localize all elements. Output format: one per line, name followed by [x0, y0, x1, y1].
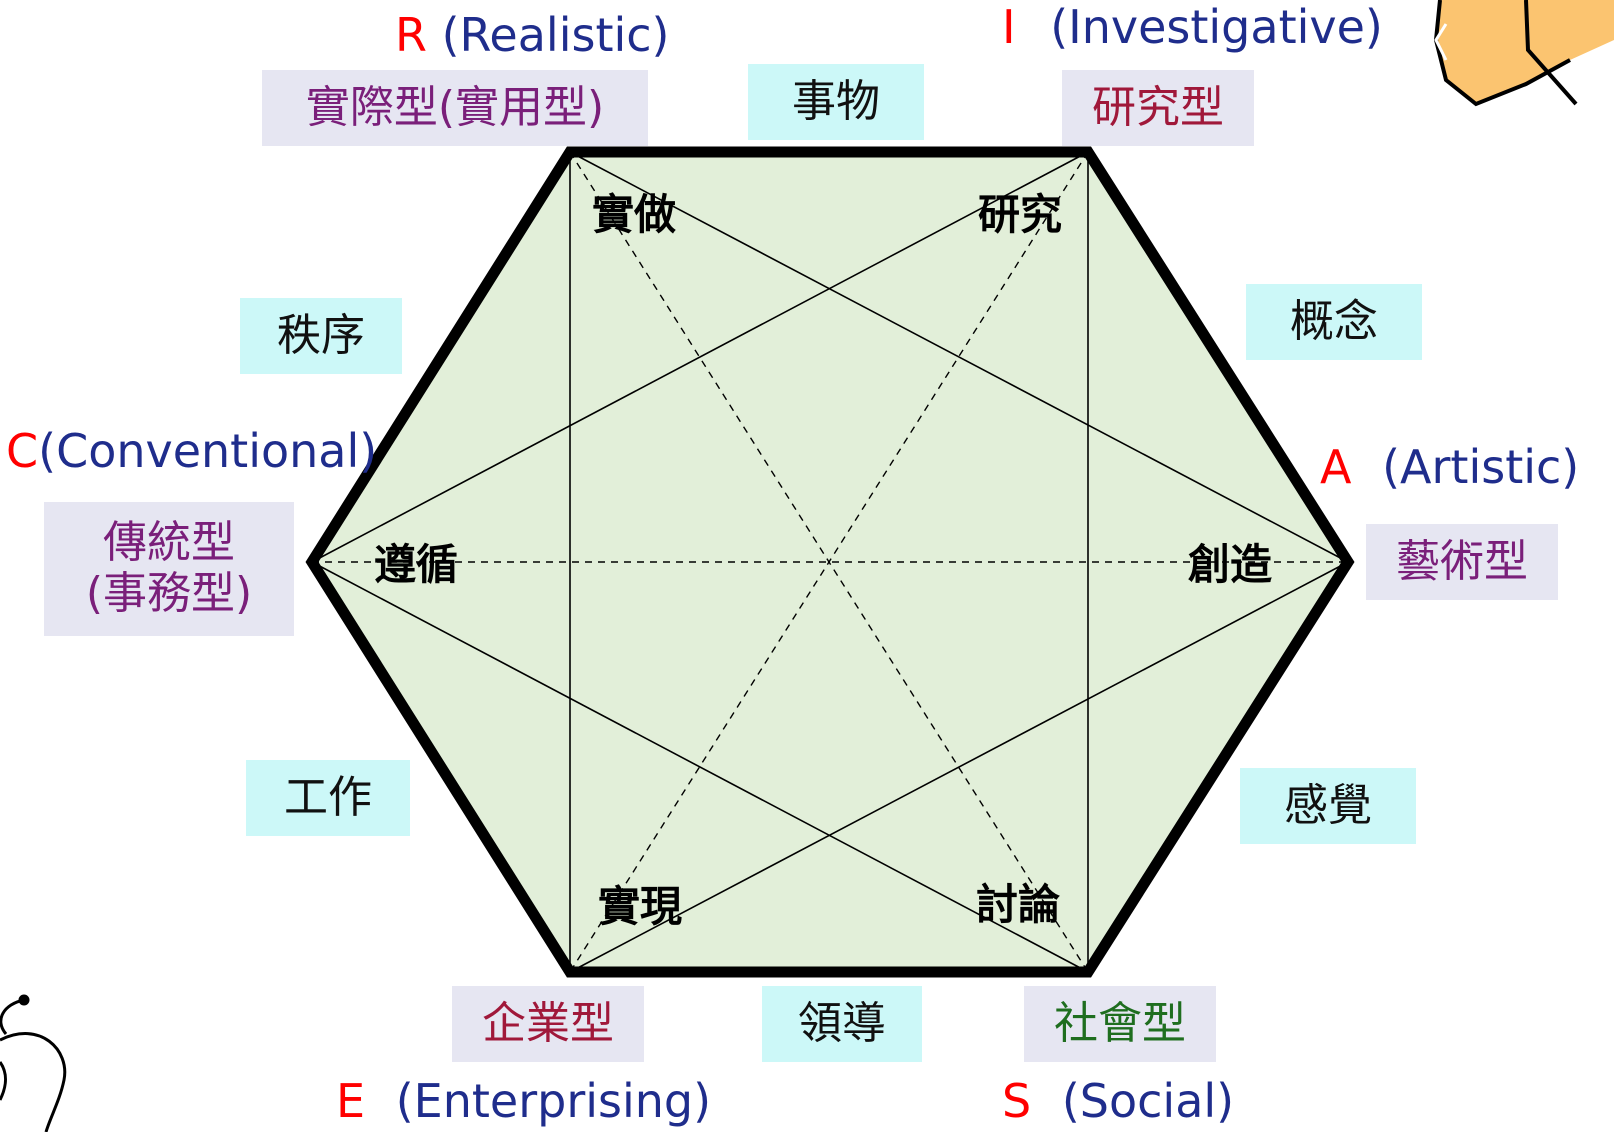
- conventional-type-line1: 傳統型: [103, 517, 235, 569]
- realistic-code-label: R (Realistic): [395, 12, 670, 58]
- artistic-letter: A: [1320, 440, 1352, 494]
- social-letter: S: [1002, 1074, 1032, 1128]
- conventional-type-line2: (事務型): [85, 568, 253, 619]
- investigative-code-label: I (Investigative): [1002, 4, 1383, 50]
- dimension-box-lower-right: 感覺: [1240, 768, 1416, 844]
- inner-label-social: 討論: [976, 880, 1061, 929]
- dimension-box-bottom: 領導: [762, 986, 922, 1062]
- dimension-box-lower-left: 工作: [246, 760, 410, 836]
- inner-label-enterprising: 實現: [598, 882, 683, 931]
- decorative-orange-shape: [1433, 0, 1614, 107]
- enterprising-code-label: E (Enterprising): [336, 1078, 711, 1124]
- conventional-english: (Conventional): [38, 424, 378, 478]
- dimension-box-upper-right: 概念: [1246, 284, 1422, 360]
- conventional-letter: C: [6, 424, 39, 478]
- social-english: (Social): [1061, 1074, 1235, 1128]
- dimension-box-upper-left: 秩序: [240, 298, 402, 374]
- connector-line: [311, 561, 1089, 973]
- inner-label-realistic: 實做: [592, 190, 677, 239]
- artistic-english: (Artistic): [1382, 440, 1580, 494]
- conventional-code-label: C(Conventional): [6, 428, 377, 474]
- connector-line: [569, 151, 1349, 563]
- realistic-type-box: 實際型(實用型): [262, 70, 648, 146]
- dimension-box-top: 事物: [748, 64, 924, 140]
- enterprising-english: (Enterprising): [395, 1074, 712, 1128]
- connector-line: [311, 151, 1089, 563]
- artistic-type-box: 藝術型: [1366, 524, 1558, 600]
- social-code-label: S (Social): [1002, 1078, 1234, 1124]
- artistic-code-label: A (Artistic): [1320, 444, 1579, 490]
- investigative-english: (Investigative): [1050, 0, 1383, 54]
- dashed-diagonal: [569, 151, 1089, 973]
- inner-label-investigative: 研究: [978, 190, 1063, 239]
- investigative-letter: I: [1002, 0, 1016, 54]
- inner-label-conventional: 遵循: [374, 540, 459, 589]
- investigative-type-box: 研究型: [1062, 70, 1254, 146]
- connector-line: [569, 561, 1349, 973]
- enterprising-type-box: 企業型: [452, 986, 644, 1062]
- inner-label-artistic: 創造: [1188, 540, 1273, 589]
- realistic-english: (Realistic): [441, 8, 670, 62]
- conventional-type-box: 傳統型 (事務型): [44, 502, 294, 636]
- realistic-letter: R: [395, 8, 427, 62]
- decorative-sketch: [0, 994, 67, 1132]
- enterprising-letter: E: [336, 1074, 366, 1128]
- social-type-box: 社會型: [1024, 986, 1216, 1062]
